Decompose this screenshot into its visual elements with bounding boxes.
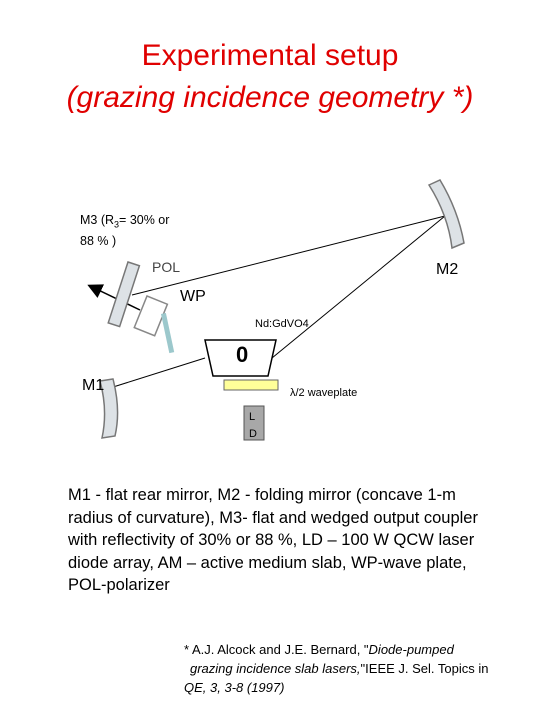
m3-label-subscript: 3 — [114, 219, 120, 230]
beam-paths — [109, 215, 446, 389]
m1-label: M1 — [82, 377, 105, 394]
reference-note: * A.J. Alcock and J.E. Bernard, "Diode-p… — [184, 640, 524, 697]
ld-label-l: L — [249, 411, 256, 423]
mirror-m1 — [99, 378, 119, 439]
m2-label: M2 — [436, 261, 459, 278]
active-medium — [204, 339, 277, 377]
reference-authors: * A.J. Alcock and J.E. Bernard, " — [184, 642, 369, 657]
mirror-m2 — [427, 179, 465, 250]
pol-label: POL — [152, 259, 181, 275]
beam-am-to-m1 — [109, 357, 206, 389]
ndgdvo4-label: Nd:GdVO4 — [255, 318, 309, 330]
wp-label: WP — [180, 288, 206, 305]
reference-title-end: grazing incidence slab lasers, — [190, 661, 361, 676]
reference-line-3: QE, 3, 3-8 (1997) — [184, 680, 285, 695]
m3-label-line2: 88 % ) — [80, 233, 117, 248]
beam-m2-to-am — [271, 215, 446, 359]
reference-line-2: grazing incidence slab lasers,"IEEE J. S… — [184, 659, 524, 678]
half-waveplate — [223, 379, 279, 391]
title-line-1: Experimental setup — [141, 39, 399, 72]
ld-label-d: D — [249, 428, 257, 440]
mirror-m3 — [107, 261, 141, 328]
m3-label: M3 (R3= 30% or 88 % ) — [80, 212, 169, 249]
laser-diode — [243, 405, 265, 441]
waveplate-label: λ/2 waveplate — [290, 387, 358, 399]
figure-caption: M1 - flat rear mirror, M2 - folding mirr… — [68, 486, 478, 594]
m3-label-suffix: = 30% or — [119, 213, 170, 227]
active-medium-symbol: 0 — [236, 342, 249, 367]
output-beam-arrow — [87, 284, 141, 311]
reference-title-start: Diode-pumped — [368, 642, 454, 657]
title-line-2: (grazing incidence geometry *) — [66, 81, 474, 114]
reference-journal: "IEEE J. Sel. Topics in — [360, 661, 489, 676]
beam-m2-to-m3 — [131, 215, 446, 296]
wave-plate-wp — [133, 295, 175, 354]
m3-label-prefix: M3 (R — [80, 213, 115, 227]
reference-line-1: * A.J. Alcock and J.E. Bernard, "Diode-p… — [184, 640, 524, 659]
